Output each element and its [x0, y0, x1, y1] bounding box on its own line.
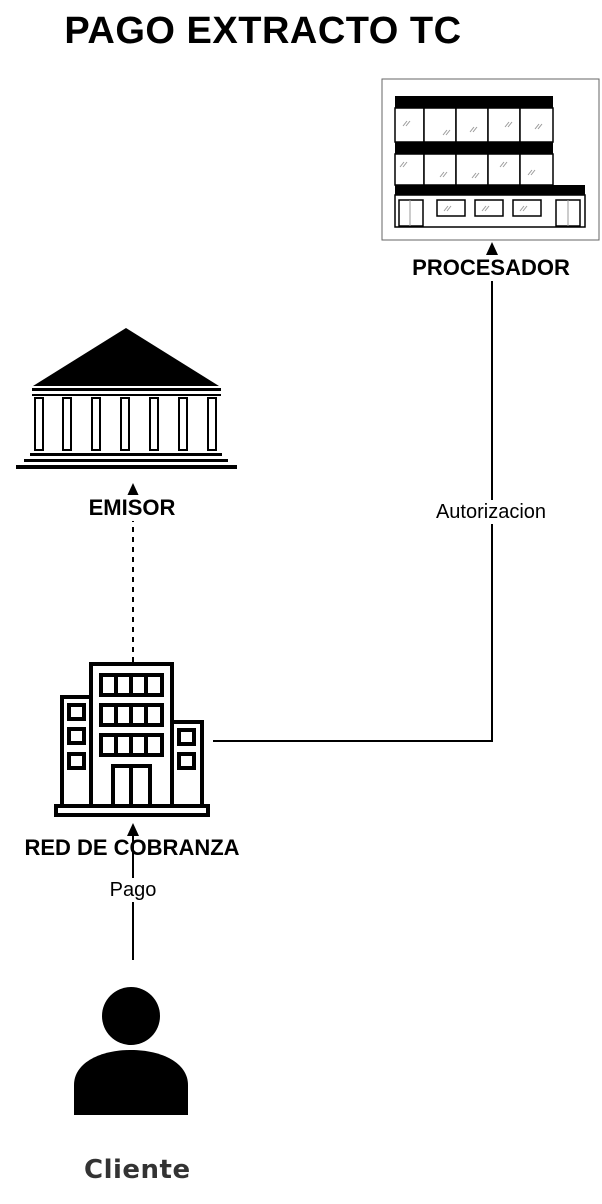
office-building-icon: [381, 78, 600, 241]
building-icon: [54, 662, 210, 817]
emisor-label: EMISOR: [78, 495, 186, 521]
procesador-label: PROCESADOR: [398, 255, 584, 281]
bank-icon: [16, 328, 237, 469]
autorizacion-label: Autorizacion: [425, 500, 557, 524]
edge-autorizacion: [213, 242, 498, 742]
red-cobranza-label: RED DE COBRANZA: [24, 835, 240, 860]
user-icon: [74, 987, 188, 1115]
edge-emisor-link: [127, 483, 139, 662]
pago-label: Pago: [103, 878, 163, 902]
cliente-label: Cliente: [84, 1155, 191, 1185]
diagram-title: PAGO EXTRACTO TC: [64, 10, 462, 52]
